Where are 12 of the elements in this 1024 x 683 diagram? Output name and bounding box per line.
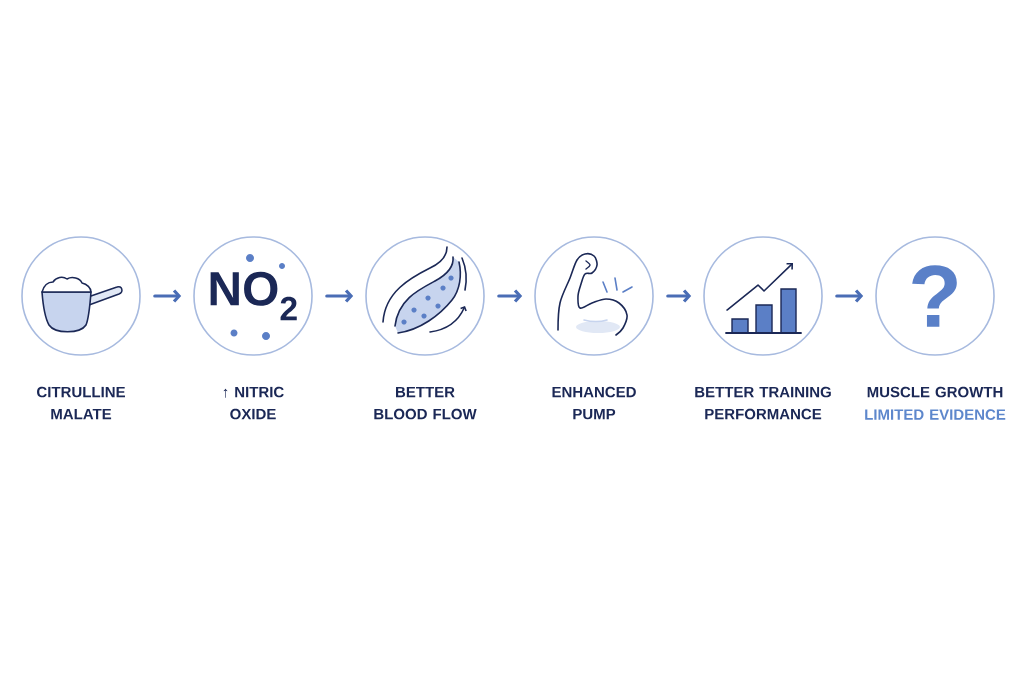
arrow	[325, 289, 354, 303]
arrow	[835, 289, 864, 303]
step-label: ↑ NITRIC OXIDE	[223, 386, 284, 420]
step-label: ENHANCED PUMP	[552, 386, 636, 420]
arrow	[497, 289, 523, 303]
step-label: CITRULLINE MALATE	[37, 386, 125, 420]
evidence-note: LIMITED EVIDENCE	[865, 409, 1006, 420]
step-label: MUSCLE GROWTH	[867, 386, 1003, 398]
step-label: BETTER TRAINING PERFORMANCE	[695, 386, 831, 420]
arrow	[666, 289, 692, 303]
step-label: BETTER BLOOD FLOW	[374, 386, 477, 420]
arrow	[153, 289, 182, 303]
